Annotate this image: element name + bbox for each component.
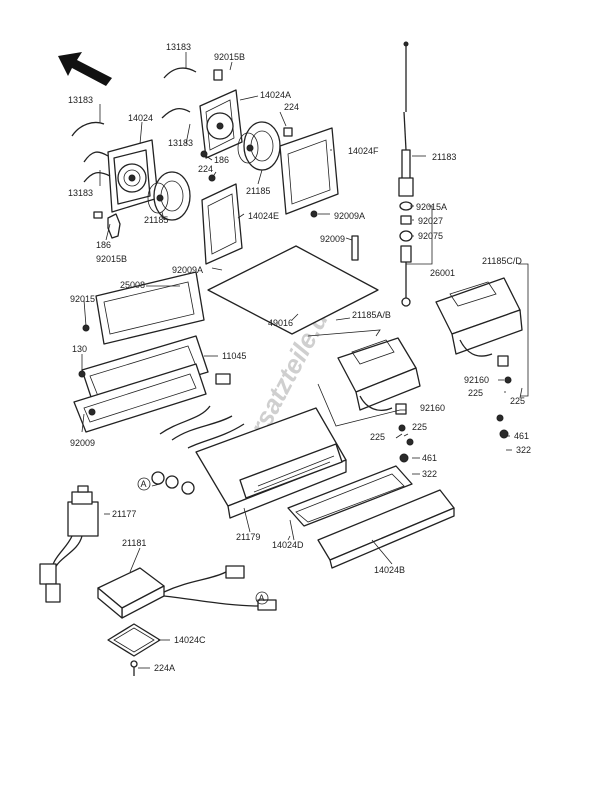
- label-92009a: 92009A: [172, 265, 203, 275]
- label-14024d: 14024D: [272, 540, 304, 550]
- speaker-box-21185cd: [435, 277, 523, 439]
- label-322: 322: [422, 469, 437, 479]
- left-speaker-assembly: [71, 121, 243, 265]
- label-461: 461: [422, 453, 437, 463]
- cover-14024c: [107, 623, 161, 676]
- speaker-box-21185ab: [337, 337, 421, 463]
- label-92075: 92075: [418, 231, 443, 241]
- label-130: 130: [72, 344, 87, 354]
- label-21181: 21181: [122, 538, 146, 548]
- label-13183: 13183: [168, 138, 193, 148]
- label-92015: 92015: [70, 294, 95, 304]
- label-21185: 21185: [144, 215, 168, 225]
- label-21185cd: 21185C/D: [482, 256, 522, 266]
- label-186: 186: [214, 155, 229, 165]
- leader-lines: [81, 52, 529, 669]
- label-a: A: [141, 479, 147, 489]
- right-speaker-cover: [279, 127, 339, 218]
- label-92009: 92009: [70, 438, 95, 448]
- label-92160: 92160: [420, 403, 445, 413]
- label-322: 322: [516, 445, 531, 455]
- label-92015a: 92015A: [416, 202, 447, 212]
- label-14024a: 14024A: [260, 90, 291, 100]
- label-14024f: 14024F: [348, 146, 379, 156]
- label-461: 461: [514, 431, 529, 441]
- label-25008: 25008: [120, 280, 145, 290]
- direction-arrow-icon: [58, 52, 112, 86]
- bolt-92009: [351, 235, 359, 261]
- pad-49016: [207, 245, 379, 335]
- label-21185ab: 21185A/B: [352, 310, 391, 320]
- label-92015b: 92015B: [96, 254, 127, 264]
- label-92009a: 92009A: [334, 211, 365, 221]
- label-92009: 92009: [320, 234, 345, 244]
- label-14024e: 14024E: [248, 211, 279, 221]
- label-225: 225: [412, 422, 427, 432]
- label-21183: 21183: [432, 152, 456, 162]
- label-13183: 13183: [68, 188, 93, 198]
- control-unit-21181: [97, 565, 277, 619]
- label-186: 186: [96, 240, 111, 250]
- label-92015b: 92015B: [214, 52, 245, 62]
- label-49016: 49016: [268, 318, 293, 328]
- label-14024: 14024: [128, 113, 153, 123]
- antenna-assembly: [398, 41, 414, 307]
- label-26001: 26001: [430, 268, 455, 278]
- label-225: 225: [370, 432, 385, 442]
- panel-14024d: [287, 465, 413, 527]
- label-14024b: 14024B: [374, 565, 405, 575]
- label-225: 225: [468, 388, 483, 398]
- label-14024c: 14024C: [174, 635, 206, 645]
- label-92027: 92027: [418, 216, 443, 226]
- mounting-bracket: [73, 271, 209, 433]
- label-11045: 11045: [222, 351, 246, 361]
- panel-14024b: [317, 489, 455, 569]
- label-224: 224: [198, 164, 213, 174]
- part-labels: 13183 92015B 14024A 224 13183 14024 1318…: [68, 42, 531, 673]
- label-13183: 13183: [166, 42, 191, 52]
- label-21179: 21179: [236, 532, 260, 542]
- label-92160: 92160: [464, 375, 489, 385]
- label-13183: 13183: [68, 95, 93, 105]
- label-a: A: [259, 593, 265, 603]
- label-21177: 21177: [112, 509, 136, 519]
- radio-unit-21179: [151, 373, 347, 519]
- label-225: 225: [510, 396, 525, 406]
- label-224a: 224A: [154, 663, 175, 673]
- label-224: 224: [284, 102, 299, 112]
- label-21185: 21185: [246, 186, 270, 196]
- switch-21177: [39, 485, 99, 603]
- mid-speaker-assembly: [161, 67, 293, 182]
